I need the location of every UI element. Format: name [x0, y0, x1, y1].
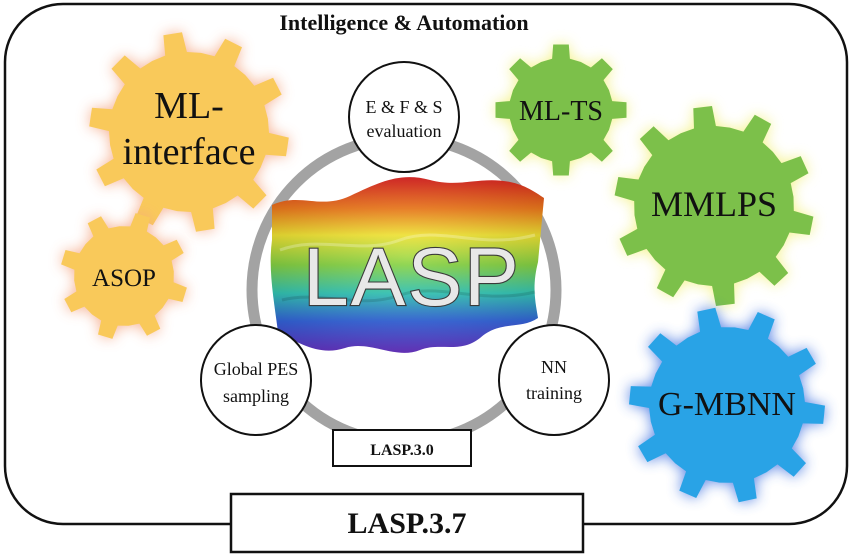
asop-gear-label: ASOP — [92, 265, 156, 292]
ml-interface-gear — [89, 32, 289, 232]
inner-version-label: LASP.3.0 — [370, 442, 433, 459]
node-sampling-line1: Global PES — [214, 359, 299, 379]
mmlps-gear-label: MMLPS — [651, 184, 777, 224]
node-evaluation-circle — [348, 61, 460, 173]
mmlps-gear — [614, 106, 814, 306]
ml-ts-gear-label: ML-TS — [519, 96, 603, 127]
node-training-line1: NN — [541, 357, 567, 377]
ml-ts-gear — [495, 44, 627, 176]
node-evaluation-line1: E & F & S — [365, 97, 442, 117]
lasp-center-label: LASP — [303, 232, 521, 323]
gmbnn-gear-label: G-MBNN — [658, 386, 796, 423]
pes-surface — [270, 177, 544, 353]
outer-version-box — [229, 492, 585, 554]
ml-interface-gear-label-1: ML- — [154, 85, 224, 127]
ml-interface-gear-label-2: interface — [123, 131, 256, 173]
inner-version-box — [332, 429, 472, 467]
node-sampling-circle — [200, 324, 312, 436]
node-training-circle — [498, 324, 610, 436]
g-mbnn-gear — [629, 307, 825, 503]
node-evaluation-line2: evaluation — [367, 121, 442, 141]
outer-version-label: LASP.3.7 — [348, 507, 467, 540]
gear-layer — [61, 32, 825, 503]
asop-gear — [61, 213, 187, 339]
page-title: Intelligence & Automation — [279, 10, 528, 35]
node-training-line2: training — [526, 383, 582, 403]
node-sampling-line2: sampling — [223, 386, 289, 406]
